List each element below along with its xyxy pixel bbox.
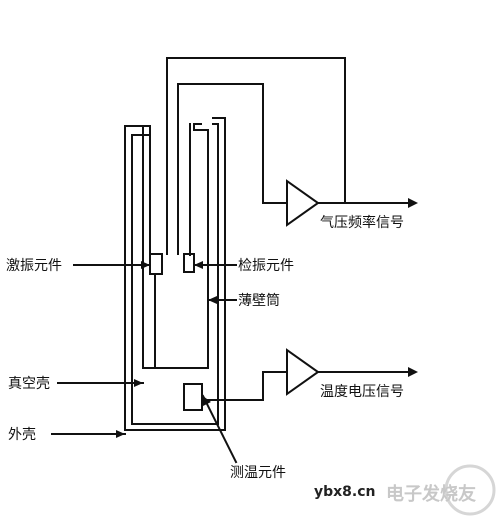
vacuum-shell-left-wall — [142, 125, 156, 369]
pressure-amplifier — [286, 179, 320, 227]
temp-sensor-element — [183, 383, 203, 411]
temp-sensor-leader — [201, 394, 238, 464]
temperature-output-arrow — [408, 367, 418, 377]
thin-cylinder-label: 薄壁筒 — [238, 293, 280, 309]
temp-sensor-label: 测温元件 — [230, 465, 286, 481]
detector-element — [183, 253, 195, 273]
detector-arrow — [194, 261, 203, 269]
pressure-frequency-signal-label: 气压频率信号 — [320, 215, 404, 231]
exciter-arrow — [141, 261, 150, 269]
watermark-site: ybx8.cn — [314, 484, 376, 500]
temperature-voltage-signal-label: 温度电压信号 — [320, 384, 404, 400]
watermark-brand: 电子发烧友 — [386, 484, 476, 505]
vacuum-shell-label: 真空壳 — [8, 376, 50, 392]
watermark-logo-icon — [444, 464, 496, 516]
temp-sensor-arrow — [203, 396, 211, 406]
thin-cylinder-arrow — [208, 296, 217, 304]
outer-shell — [124, 117, 226, 431]
temp-sensor-lead — [202, 371, 288, 401]
exciter-lead — [166, 57, 346, 255]
outer-shell-arrow — [116, 430, 125, 438]
exciter-label: 激振元件 — [6, 258, 62, 274]
pressure-output-arrow — [408, 198, 418, 208]
detector-lead — [177, 83, 288, 255]
outer-shell-label: 外壳 — [8, 427, 36, 443]
detector-label: 检振元件 — [238, 258, 294, 274]
vacuum-shell-arrow — [134, 379, 143, 387]
thin-cylinder — [154, 123, 209, 369]
